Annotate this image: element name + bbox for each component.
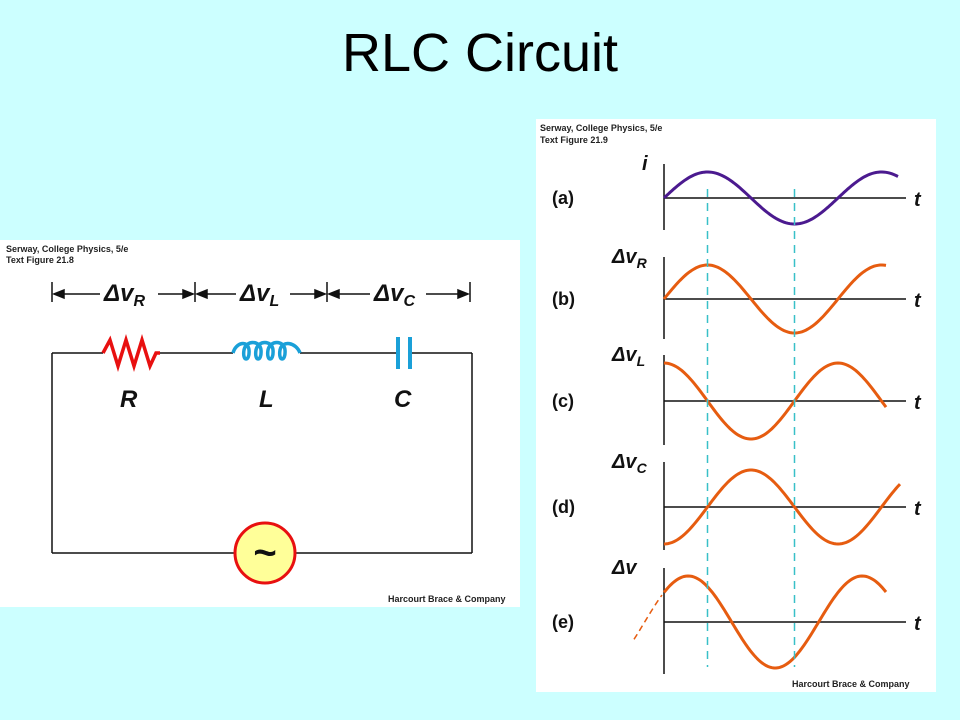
waveform-row: (c) ΔvL t bbox=[552, 344, 922, 445]
row-time-label: t bbox=[914, 498, 922, 520]
ac-source: ~ bbox=[233, 521, 297, 585]
waveform-row: (a) i t bbox=[552, 153, 922, 230]
delta-v-l-label: ΔvL bbox=[239, 280, 279, 310]
circuit-wires bbox=[51, 352, 473, 554]
capacitor-symbol bbox=[396, 337, 412, 369]
circuit-diagram: Serway, College Physics, 5/e Text Figure… bbox=[6, 244, 506, 604]
row-tag: (d) bbox=[552, 497, 575, 517]
row-quantity-label: ΔvC bbox=[611, 451, 648, 476]
inductor-label: L bbox=[259, 386, 274, 413]
resistor-label: R bbox=[120, 386, 138, 413]
waveform-figure-panel: Serway, College Physics, 5/e Text Figure… bbox=[536, 119, 936, 692]
delta-v-r-label: ΔvR bbox=[103, 280, 145, 310]
circuit-source-line2: Text Figure 21.8 bbox=[6, 255, 74, 265]
row-time-label: t bbox=[914, 290, 922, 312]
waveform-row: (d) ΔvC t bbox=[552, 451, 922, 550]
circuit-source-line1: Serway, College Physics, 5/e bbox=[6, 244, 128, 254]
ac-source-circle bbox=[235, 523, 295, 583]
waves-source-line2: Text Figure 21.9 bbox=[540, 135, 608, 145]
voltage-span-markers bbox=[51, 282, 471, 302]
row-tag: (e) bbox=[552, 612, 574, 632]
waveform-curve bbox=[662, 263, 887, 335]
row-time-label: t bbox=[914, 613, 922, 635]
resistor-symbol bbox=[101, 334, 160, 372]
row-tag: (b) bbox=[552, 289, 575, 309]
row-quantity-label: ΔvR bbox=[611, 246, 648, 271]
row-quantity-label: Δv bbox=[611, 557, 638, 579]
row-time-label: t bbox=[914, 189, 922, 211]
capacitor-label: C bbox=[394, 386, 412, 413]
waves-source-line1: Serway, College Physics, 5/e bbox=[540, 123, 662, 133]
waveform-row: (e) Δv t bbox=[552, 557, 922, 674]
waveform-curve bbox=[663, 361, 888, 441]
circuit-figure-panel: Serway, College Physics, 5/e Text Figure… bbox=[0, 240, 520, 607]
waveform-curve-extension bbox=[633, 594, 663, 640]
slide-title: RLC Circuit bbox=[341, 23, 619, 83]
waveform-curve bbox=[662, 170, 899, 226]
circuit-credit: Harcourt Brace & Company bbox=[388, 594, 506, 604]
inductor-symbol bbox=[231, 340, 302, 361]
waves-credit: Harcourt Brace & Company bbox=[792, 679, 910, 689]
waveform-diagram: Serway, College Physics, 5/e Text Figure… bbox=[540, 123, 922, 689]
row-tag: (c) bbox=[552, 391, 574, 411]
delta-v-c-label: ΔvC bbox=[373, 280, 415, 310]
waveform-curve bbox=[663, 468, 902, 546]
ac-source-symbol: ~ bbox=[253, 531, 276, 575]
waveform-row: (b) ΔvR t bbox=[552, 246, 922, 339]
waveform-curve bbox=[662, 574, 888, 670]
row-quantity-label: ΔvL bbox=[611, 344, 645, 369]
row-time-label: t bbox=[914, 392, 922, 414]
row-quantity-label: i bbox=[642, 153, 648, 175]
row-tag: (a) bbox=[552, 188, 574, 208]
